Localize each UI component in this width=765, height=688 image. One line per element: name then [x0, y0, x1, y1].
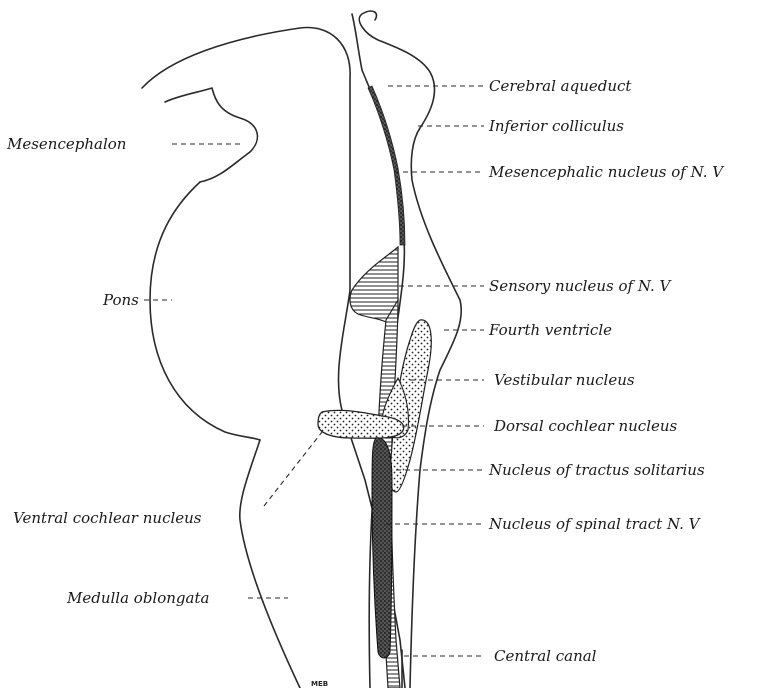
- medulla-outline: [240, 440, 300, 688]
- label-sensory-nucleus: Sensory nucleus of N. V: [489, 277, 673, 295]
- mesencephalon-outline: [165, 88, 257, 182]
- tractus-solitarius-shape: [372, 438, 392, 658]
- label-nucleus-spinal-tract: Nucleus of spinal tract N. V: [488, 515, 702, 533]
- label-medulla-oblongata: Medulla oblongata: [66, 589, 209, 607]
- mesencephalic-nucleus-shape: [368, 86, 405, 245]
- label-ventral-cochlear-nucleus: Ventral cochlear nucleus: [13, 509, 202, 527]
- label-inferior-colliculus: Inferior colliculus: [488, 117, 624, 135]
- pons-outline: [150, 182, 260, 440]
- label-vestibular-nucleus: Vestibular nucleus: [494, 371, 635, 389]
- label-nucleus-tractus-solitarius: Nucleus of tractus solitarius: [488, 461, 705, 479]
- label-dorsal-cochlear-nucleus: Dorsal cochlear nucleus: [493, 417, 678, 435]
- artist-signature: MEB: [311, 680, 328, 688]
- label-central-canal: Central canal: [494, 647, 597, 665]
- label-mesencephalic-nucleus: Mesencephalic nucleus of N. V: [488, 163, 725, 181]
- label-cerebral-aqueduct: Cerebral aqueduct: [489, 77, 632, 95]
- label-mesencephalon: Mesencephalon: [6, 135, 126, 153]
- label-pons: Pons: [102, 291, 139, 309]
- leader-ventral-cochlear: [264, 432, 322, 506]
- label-fourth-ventricle: Fourth ventricle: [488, 321, 612, 339]
